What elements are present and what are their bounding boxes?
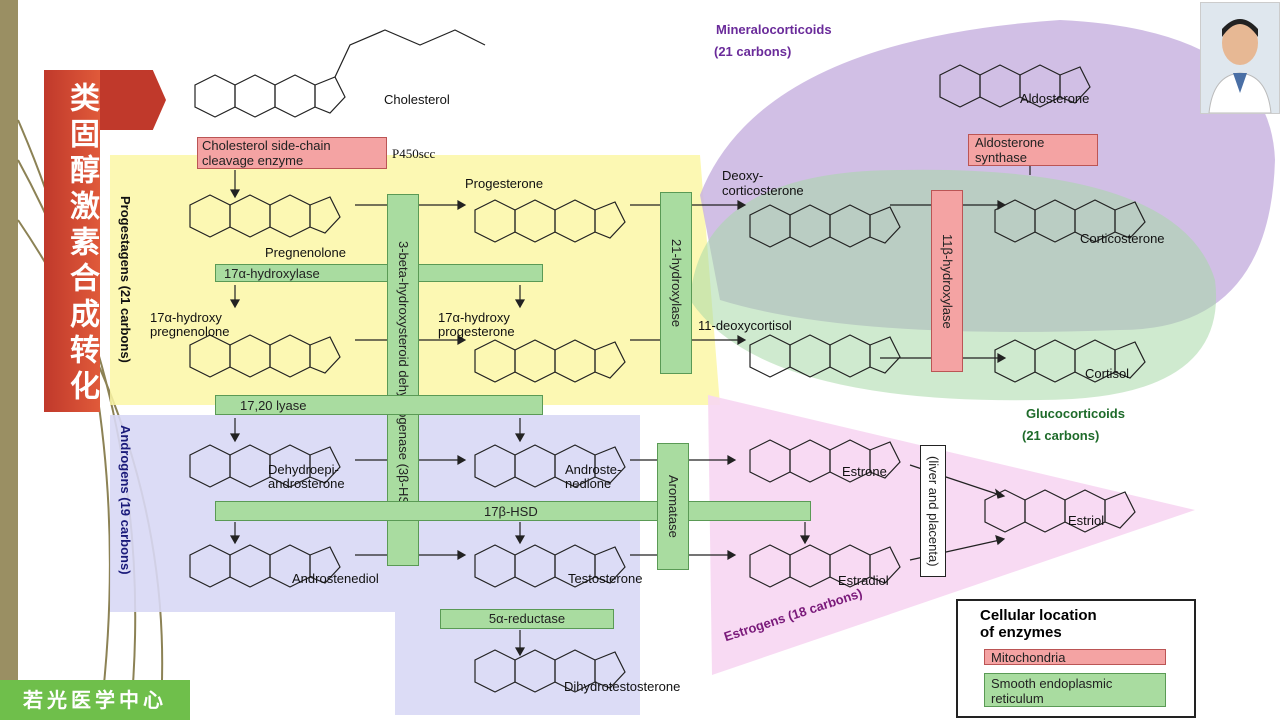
compound-dhea: Dehydroepi- androsterone <box>268 462 345 491</box>
structure-deoxycorticosterone <box>749 204 901 248</box>
androgens-region <box>110 415 640 715</box>
group-label-glucocorticoids-carbons: (21 carbons) <box>1022 428 1100 443</box>
legend-title: Cellular location of enzymes <box>980 607 1097 641</box>
structure-testosterone <box>474 544 626 588</box>
enzyme-aldosterone-synthase: Aldosterone synthase <box>968 134 1098 166</box>
structure-dht <box>474 649 626 693</box>
group-label-glucocorticoids: Glucocorticoids <box>1026 406 1125 421</box>
compound-corticosterone: Corticosterone <box>1080 231 1165 246</box>
enzyme-liver-placenta: (liver and placenta) <box>920 445 946 577</box>
structure-androstenedione <box>474 444 626 488</box>
compound-11-deoxycortisol: 11-deoxycortisol <box>698 318 792 333</box>
structure-androstenediol <box>189 544 341 588</box>
compound-17oh-progesterone: 17α-hydroxy progesterone <box>438 310 515 339</box>
structure-11-deoxycortisol <box>749 334 901 378</box>
compound-androstenediol: Androstenediol <box>292 571 379 586</box>
structure-corticosterone <box>994 199 1146 243</box>
compound-17oh-pregnenolone: 17α-hydroxy pregnenolone <box>150 310 230 339</box>
compound-cholesterol: Cholesterol <box>384 92 450 107</box>
group-label-mineralocorticoids: Mineralocorticoids <box>716 22 832 37</box>
enzyme-17-20-lyase: 17,20 lyase <box>215 395 543 415</box>
compound-testosterone: Testosterone <box>568 571 643 586</box>
structure-17oh-progesterone <box>474 339 626 383</box>
title-arrow-decor <box>100 70 166 130</box>
left-decor-bar <box>0 0 18 720</box>
legend-box: Cellular location of enzymes Mitochondri… <box>956 599 1196 718</box>
compound-estriol: Estriol <box>1068 513 1105 528</box>
compound-cortisol: Cortisol <box>1085 366 1130 381</box>
structure-pregnenolone <box>189 194 341 238</box>
group-label-progestagens: Progestagens (21 carbons) <box>118 196 133 363</box>
structure-estrone <box>749 439 901 483</box>
enzyme-scc: Cholesterol side-chain cleavage enzyme <box>197 137 387 169</box>
structure-cortisol <box>994 339 1146 383</box>
steroid-structures <box>189 29 1146 693</box>
enzyme-17b-hsd: 17β-HSD <box>215 501 811 521</box>
compound-dht: Dihydrotestosterone <box>564 679 681 694</box>
compound-aldosterone: Aldosterone <box>1020 91 1090 106</box>
presenter-photo <box>1200 2 1280 114</box>
group-label-mineralocorticoids-carbons: (21 carbons) <box>714 44 792 59</box>
enzyme-11b-hydroxylase: 11β-hydroxylase <box>931 190 963 372</box>
structure-aldosterone <box>939 64 1091 108</box>
structure-estriol <box>984 489 1136 533</box>
structure-estradiol <box>749 544 901 588</box>
legend-er: Smooth endoplasmic reticulum <box>984 673 1166 707</box>
logo: 若光医学中心 <box>0 680 190 720</box>
enzyme-17a-hydroxylase: 17α-hydroxylase <box>215 264 543 282</box>
enzyme-21-hydroxylase: 21-hydroxylase <box>660 192 692 374</box>
compound-estradiol: Estradiol <box>838 573 889 588</box>
structure-cholesterol <box>194 29 486 118</box>
enzyme-p450scc-label: P450scc <box>392 146 436 161</box>
compound-estrone: Estrone <box>842 464 887 479</box>
compound-progesterone: Progesterone <box>465 176 544 191</box>
enzyme-5a-reductase: 5α-reductase <box>440 609 614 629</box>
structure-progesterone <box>474 199 626 243</box>
legend-mitochondria: Mitochondria <box>984 649 1166 665</box>
compound-androstenedione: Androste- nedione <box>565 462 622 491</box>
group-label-androgens: Androgens (19 carbons) <box>118 425 133 575</box>
structure-dhea <box>189 444 341 488</box>
page-title: 类固醇激素合成转化 <box>44 70 100 412</box>
enzyme-aromatase: Aromatase <box>657 443 689 570</box>
compound-deoxycorticosterone: Deoxy- corticosterone <box>722 168 804 198</box>
avatar-icon <box>1201 3 1279 113</box>
compound-pregnenolone: Pregnenolone <box>265 245 346 260</box>
structure-17oh-pregnenolone <box>189 334 341 378</box>
